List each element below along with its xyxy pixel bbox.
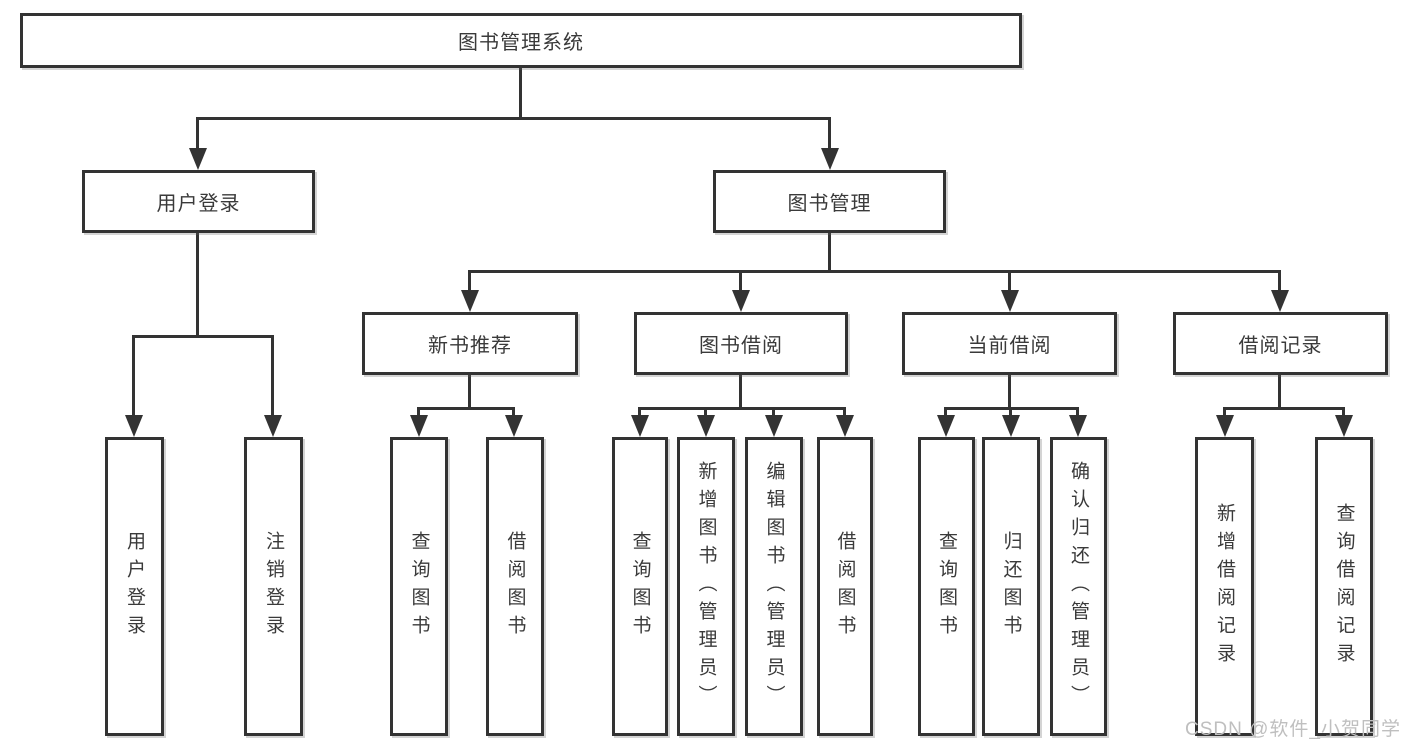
arrowhead-icon xyxy=(631,415,649,437)
connector-line xyxy=(828,233,831,270)
connector-line xyxy=(271,335,274,419)
leaf-return-books: 归还图书 xyxy=(982,437,1040,736)
arrowhead-icon xyxy=(732,290,750,312)
leaf-add-borrow-record: 新增借阅记录 xyxy=(1195,437,1254,736)
node-label: 借阅记录 xyxy=(1238,335,1323,357)
arrowhead-icon xyxy=(1069,415,1087,437)
connector-line xyxy=(1009,407,1012,419)
connector-line xyxy=(739,375,742,407)
connector-line xyxy=(1342,407,1345,419)
leaf-add-book-admin: 新增图书（管理员） xyxy=(677,437,735,736)
leaf-query-books: 查询图书 xyxy=(612,437,668,736)
connector-line xyxy=(1278,375,1281,407)
connector-line xyxy=(739,270,742,294)
connector-line xyxy=(1223,407,1226,419)
node-label: 用户登录 xyxy=(156,193,241,215)
arrowhead-icon xyxy=(765,415,783,437)
arrowhead-icon xyxy=(461,290,479,312)
arrowhead-icon xyxy=(1271,290,1289,312)
leaf-label: 查询图书 xyxy=(408,530,430,643)
leaf-label: 借阅图书 xyxy=(504,530,526,643)
leaf-label: 查询借阅记录 xyxy=(1333,502,1355,671)
connector-line xyxy=(1278,270,1281,294)
arrowhead-icon xyxy=(1002,415,1020,437)
connector-line xyxy=(512,407,515,419)
connector-line xyxy=(468,375,471,407)
connector-line xyxy=(132,335,274,338)
connector-line xyxy=(638,407,846,410)
connector-line xyxy=(638,407,641,419)
leaf-label: 查询图书 xyxy=(936,530,957,643)
leaf-borrow-books: 借阅图书 xyxy=(486,437,544,736)
node-label: 图书借阅 xyxy=(699,335,783,357)
node-label: 图书管理系统 xyxy=(458,32,584,54)
connector-line xyxy=(196,117,199,152)
csdn-watermark: CSDN @软件_小贺同学 xyxy=(1185,719,1401,740)
arrowhead-icon xyxy=(1335,415,1353,437)
leaf-borrow-books: 借阅图书 xyxy=(817,437,873,736)
arrowhead-icon xyxy=(697,415,715,437)
connector-line xyxy=(1076,407,1079,419)
leaf-logout: 注销登录 xyxy=(244,437,303,736)
node-book-borrowing: 图书借阅 xyxy=(634,312,848,375)
leaf-label: 归还图书 xyxy=(1000,530,1022,643)
connector-line xyxy=(132,335,135,419)
node-book-management: 图书管理 xyxy=(713,170,946,233)
leaf-confirm-return-admin: 确认归还（管理员） xyxy=(1050,437,1107,736)
connector-line xyxy=(772,407,775,419)
leaf-label: 编辑图书（管理员） xyxy=(763,460,785,713)
leaf-label: 注销登录 xyxy=(263,530,284,643)
leaf-label: 用户登录 xyxy=(124,530,145,643)
arrowhead-icon xyxy=(125,415,143,437)
node-user-login: 用户登录 xyxy=(82,170,315,233)
leaf-label: 新增借阅记录 xyxy=(1214,502,1235,671)
leaf-query-books: 查询图书 xyxy=(390,437,448,736)
connector-line xyxy=(519,68,522,117)
arrowhead-icon xyxy=(264,415,282,437)
arrowhead-icon xyxy=(189,148,207,170)
leaf-label: 查询图书 xyxy=(629,530,651,643)
connector-line xyxy=(828,117,831,152)
node-borrowing-records: 借阅记录 xyxy=(1173,312,1388,375)
arrowhead-icon xyxy=(937,415,955,437)
connector-line xyxy=(1223,407,1345,410)
connector-line xyxy=(843,407,846,419)
connector-line xyxy=(417,407,515,410)
connector-line xyxy=(468,270,471,294)
connector-line xyxy=(417,407,420,419)
connector-line xyxy=(944,407,947,419)
connector-line xyxy=(1008,375,1011,407)
leaf-user-login: 用户登录 xyxy=(105,437,164,736)
leaf-query-borrow-record: 查询借阅记录 xyxy=(1315,437,1373,736)
connector-line xyxy=(704,407,707,419)
leaf-label: 确认归还（管理员） xyxy=(1068,460,1089,713)
leaf-edit-book-admin: 编辑图书（管理员） xyxy=(745,437,803,736)
arrowhead-icon xyxy=(410,415,428,437)
leaf-label: 借阅图书 xyxy=(834,530,856,643)
node-label: 图书管理 xyxy=(787,193,872,215)
connector-line xyxy=(468,270,1281,273)
arrowhead-icon xyxy=(836,415,854,437)
arrowhead-icon xyxy=(821,148,839,170)
node-current-borrowing: 当前借阅 xyxy=(902,312,1117,375)
node-new-book-recommend: 新书推荐 xyxy=(362,312,578,375)
arrowhead-icon xyxy=(505,415,523,437)
node-label: 新书推荐 xyxy=(428,335,512,357)
node-library-system: 图书管理系统 xyxy=(20,13,1022,68)
node-label: 当前借阅 xyxy=(967,335,1052,357)
arrowhead-icon xyxy=(1216,415,1234,437)
connector-line xyxy=(196,117,831,120)
leaf-query-books: 查询图书 xyxy=(918,437,975,736)
connector-line xyxy=(1008,270,1011,294)
connector-line xyxy=(196,233,199,335)
leaf-label: 新增图书（管理员） xyxy=(695,460,717,713)
arrowhead-icon xyxy=(1001,290,1019,312)
